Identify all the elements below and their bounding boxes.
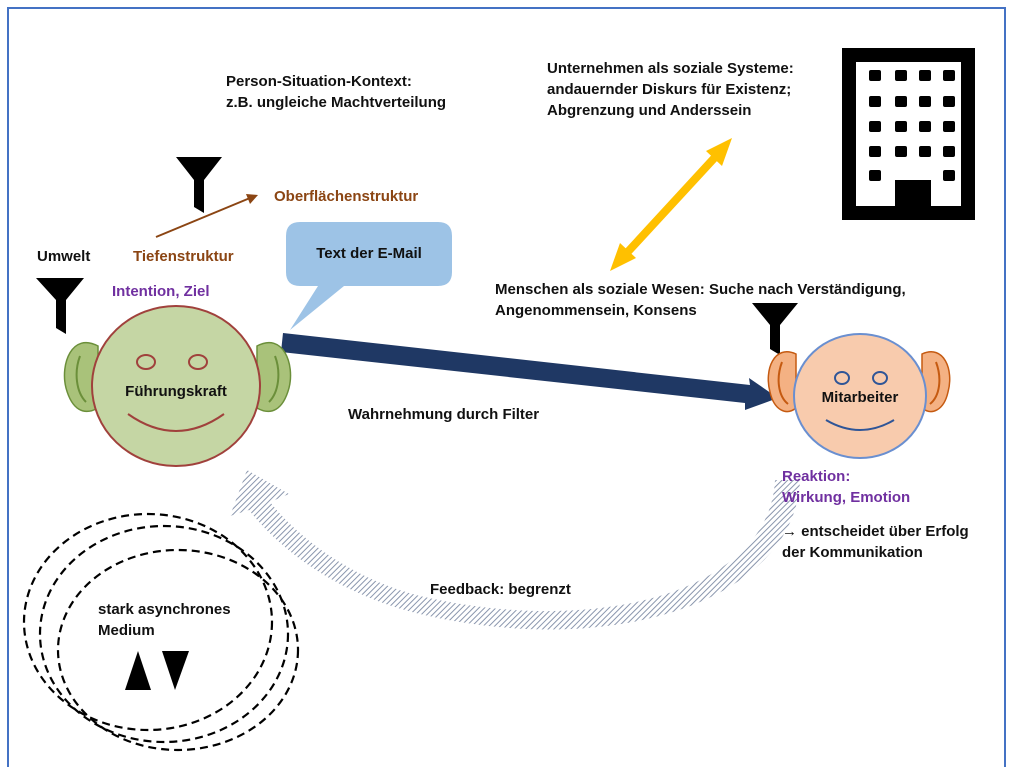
funnel-icon xyxy=(36,278,84,334)
email-speech-bubble xyxy=(286,222,452,330)
medium-dashed-circles xyxy=(22,512,300,752)
intention-label: Intention, Ziel xyxy=(112,283,210,300)
triangle-up-icon xyxy=(125,651,151,690)
transmission-arrow xyxy=(281,333,778,410)
success-label: → entscheidet über Erfolg der Kommunikat… xyxy=(782,523,969,561)
employee-label: Mitarbeiter xyxy=(821,389,899,406)
leader-label: Führungskraft xyxy=(125,383,227,400)
reaction-label: Reaktion: Wirkung, Emotion xyxy=(782,468,911,506)
leader-head xyxy=(63,305,292,467)
company-social-systems-label: Unternehmen als soziale Systeme: andauer… xyxy=(547,60,794,119)
triangle-down-icon xyxy=(162,651,189,690)
humans-social-beings-label: Menschen als soziale Wesen: Suche nach V… xyxy=(495,281,906,319)
funnel-icon xyxy=(176,157,222,213)
funnel-icon xyxy=(752,303,798,355)
surface-structure-label: Oberflächenstruktur xyxy=(274,188,419,205)
feedback-label: Feedback: begrenzt xyxy=(430,581,571,598)
feedback-arrow xyxy=(230,470,800,630)
building-icon xyxy=(842,48,975,220)
medium-label: stark asynchrones Medium xyxy=(98,601,231,639)
environment-label: Umwelt xyxy=(37,248,91,265)
double-arrow-yellow xyxy=(610,138,732,271)
frame-border xyxy=(7,7,1006,767)
perception-filter-label: Wahrnehmung durch Filter xyxy=(348,406,540,423)
arrow-surface-structure xyxy=(155,194,258,238)
email-text-label: Text der E-Mail xyxy=(316,245,422,262)
deep-structure-label: Tiefenstruktur xyxy=(133,248,234,265)
employee-head xyxy=(767,333,951,459)
person-context-label: Person-Situation-Kontext: z.B. ungleiche… xyxy=(226,73,447,111)
